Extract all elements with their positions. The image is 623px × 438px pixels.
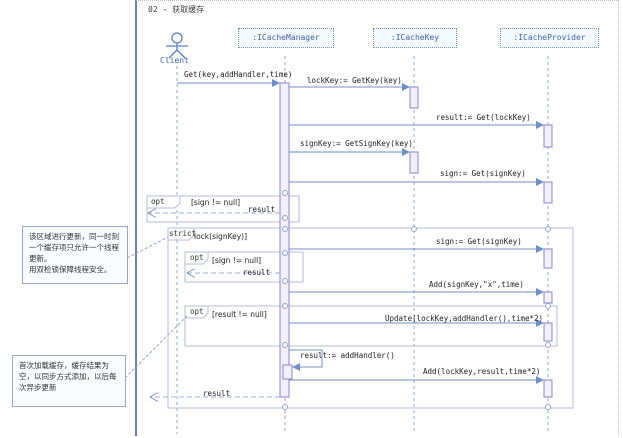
return-result-label-1: result bbox=[248, 205, 276, 214]
msg-get-signkey-label-1: sign:= Get(signKey) bbox=[440, 169, 526, 178]
note2-connector bbox=[124, 314, 189, 379]
msg-lockkey-label: lockKey:= GetKey(key) bbox=[307, 76, 402, 85]
note-update-region: 该区域进行更新，同一时刻一个缓存项只允许一个线程更新。 用双检锁保障线程安全。 bbox=[22, 226, 128, 284]
msg-add-result-label: Add(lockKey,result,time*2) bbox=[423, 367, 541, 376]
msg-signkey-label: signKey:= GetSignKey(key) bbox=[300, 139, 413, 148]
opt-tag-2: opt bbox=[190, 253, 204, 262]
lifeline-head-provider: :ICacheProvider bbox=[500, 28, 599, 48]
msg-get-signkey-label-2: sign:= Get(signKey) bbox=[436, 237, 522, 246]
provider-activation-4 bbox=[543, 291, 553, 304]
opt-tag-1: opt bbox=[151, 197, 165, 206]
strict-tag-box bbox=[167, 227, 195, 241]
return-result-label-2: result bbox=[243, 268, 271, 277]
sequence-frame bbox=[135, 0, 619, 436]
opt-fragment-3 bbox=[184, 305, 558, 347]
client-actor-figure bbox=[166, 32, 188, 59]
msg-get-lockkey-label: result:= Get(lockKey) bbox=[436, 113, 531, 122]
msg-update-label: Update(lockKey,addHandler(),time*2) bbox=[385, 314, 544, 323]
note-first-load: 首次加载缓存，缓存结果为空，以同步方式添加，以后每次异步更新 bbox=[12, 355, 126, 407]
opt-guard-1: [sign != null] bbox=[191, 198, 241, 207]
provider-activation-5 bbox=[543, 322, 553, 342]
lifeline-head-key: :ICacheKey bbox=[373, 28, 457, 48]
provider-activation-1 bbox=[543, 124, 553, 148]
provider-activation-2 bbox=[543, 181, 553, 204]
key-activation-2 bbox=[409, 151, 419, 174]
provider-activation-6 bbox=[543, 379, 553, 398]
lifeline-head-manager: :ICacheManager bbox=[238, 28, 334, 48]
opt-guard-3: [result != null] bbox=[212, 310, 267, 319]
key-activation-1 bbox=[409, 86, 419, 109]
opt-tag-box-1 bbox=[146, 195, 181, 209]
manager-activation bbox=[279, 82, 290, 398]
msg-add-sign-label: Add(signKey,"x",time) bbox=[429, 280, 524, 289]
note1-connector bbox=[126, 236, 169, 259]
msg-add-handler-label: result:= addHandler() bbox=[300, 351, 395, 360]
opt-tag-box-3 bbox=[184, 305, 209, 319]
opt-guard-2: [sign != null] bbox=[212, 256, 262, 265]
client-actor-label: Client bbox=[160, 56, 189, 65]
strict-fragment bbox=[167, 227, 574, 409]
strict-tag: strict bbox=[169, 229, 197, 238]
msg-get-label: Get(key,addHandler,time) bbox=[184, 70, 293, 79]
opt-tag-3: opt bbox=[190, 307, 204, 316]
provider-activation-3 bbox=[543, 248, 553, 269]
manager-self-activation bbox=[282, 364, 293, 380]
msg-add-handler-arrow bbox=[289, 349, 323, 371]
opt-tag-box-2 bbox=[184, 251, 209, 265]
opt-fragment-2 bbox=[184, 251, 304, 283]
strict-label: lock(signKey)] bbox=[194, 232, 248, 241]
frame-title: 02 - 获取缓存 bbox=[148, 5, 205, 14]
return-result-label-3: result bbox=[203, 389, 231, 398]
